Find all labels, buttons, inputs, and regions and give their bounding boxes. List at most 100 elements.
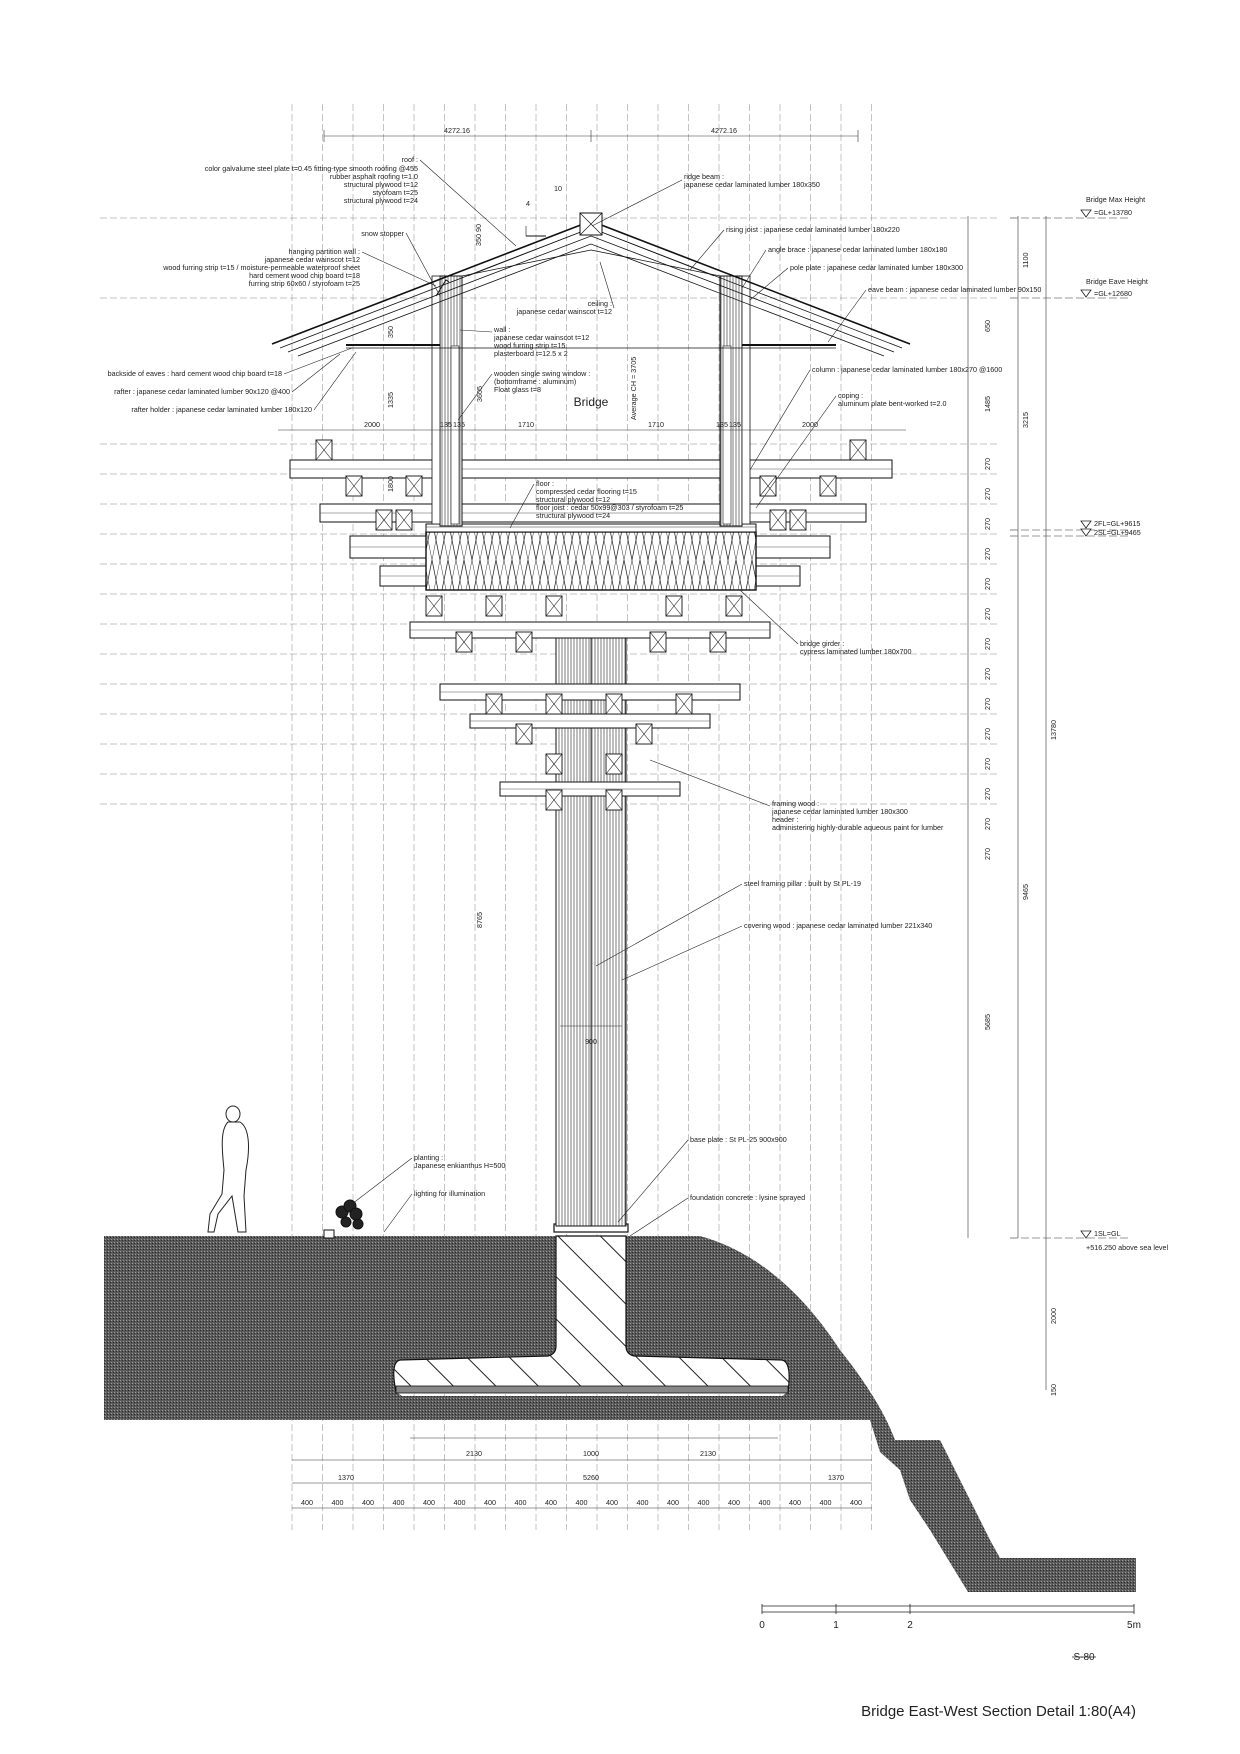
dim-r-270-10: 270 xyxy=(983,728,992,740)
dim-mid-1: 135 xyxy=(440,420,452,429)
leader-line xyxy=(283,347,353,375)
level-2fl: 2FL=GL+9615 xyxy=(1094,519,1140,528)
dim-bottom-400: 400 xyxy=(393,1498,405,1507)
leader-line xyxy=(595,883,743,967)
ann-base-plate: base plate : St PL-25 900x900 xyxy=(690,1135,787,1144)
timber-end-section xyxy=(849,439,867,461)
level-mark-2sl xyxy=(1080,528,1092,537)
ann-framing-0: framing wood : xyxy=(772,799,819,808)
person-body xyxy=(207,1121,249,1233)
leader-line xyxy=(739,589,799,645)
east-window xyxy=(722,345,732,525)
ann-lighting: lighting for illumination xyxy=(414,1189,485,1198)
timber-end-section xyxy=(725,595,743,617)
timber-end-section xyxy=(545,753,563,775)
dim-r-270-2: 270 xyxy=(983,488,992,500)
dim-pillar-900: 900 xyxy=(585,1037,597,1046)
ann-window-1: (bottomframe : aluminum) xyxy=(494,377,576,386)
level-sea: +516.250 above sea level xyxy=(1086,1243,1169,1252)
leader-line xyxy=(383,1193,413,1233)
dim-bottom-400: 400 xyxy=(332,1498,344,1507)
ann-angle-brace: angle brace : japanese cedar laminated l… xyxy=(768,245,947,254)
ann-girder-1: cypress laminated lumber 180x700 xyxy=(800,647,911,656)
dim-top-right: 4272.16 xyxy=(711,126,737,135)
west-brace xyxy=(467,227,592,277)
roof-surface xyxy=(271,220,911,345)
ann-rafter: rafter : japanese cedar laminated lumber… xyxy=(114,387,290,396)
ann-floor-4: structural plywood t=24 xyxy=(536,511,610,520)
dim-r-5685: 5685 xyxy=(983,1014,992,1030)
timber-end-section xyxy=(789,509,807,531)
lighting-fixture xyxy=(323,1229,335,1239)
timber-end-section xyxy=(635,723,653,745)
dim-roof-90: 90 xyxy=(474,224,483,232)
ann-framing-2: header : xyxy=(772,815,798,824)
ann-roof-5: structural plywood t=24 xyxy=(344,196,418,205)
dim-roof-350a: 350 xyxy=(474,234,483,246)
leader-line xyxy=(591,179,683,227)
dim-bottom-400: 400 xyxy=(667,1498,679,1507)
dim-bottom-400: 400 xyxy=(423,1498,435,1507)
leader-line xyxy=(459,329,493,333)
dim-r-1485: 1485 xyxy=(983,396,992,412)
dim-r-270-11: 270 xyxy=(983,758,992,770)
dim-mid-5: 135 xyxy=(716,420,728,429)
level-1sl: 1SL=GL xyxy=(1094,1229,1121,1238)
timber-end-section xyxy=(545,693,563,715)
dim-r-270-1: 270 xyxy=(983,458,992,470)
dim-avg-ch: Average CH = 3705 xyxy=(629,357,638,420)
dim-r-270-8: 270 xyxy=(983,668,992,680)
sheet-number: S-80 xyxy=(1073,1652,1095,1663)
dim-r-270-13: 270 xyxy=(983,818,992,830)
level-mark-max xyxy=(1080,209,1092,218)
dim-left-8765: 8765 xyxy=(475,912,484,928)
timber-end-section xyxy=(545,789,563,811)
leader-line xyxy=(351,1157,413,1205)
ann-planting-0: planting : xyxy=(414,1153,443,1162)
timber-end-section xyxy=(345,475,363,497)
timber-end-section xyxy=(709,631,727,653)
dim-b2-1: 5260 xyxy=(583,1473,599,1482)
dim-bottom-400: 400 xyxy=(820,1498,832,1507)
dim-b2-2: 1370 xyxy=(828,1473,844,1482)
timber-end-section xyxy=(515,723,533,745)
dim-mid-6: 135 xyxy=(729,420,741,429)
dim-bottom-400: 400 xyxy=(545,1498,557,1507)
timber-end-section xyxy=(395,509,413,531)
dim-mid-2: 135 xyxy=(453,420,465,429)
dim-r-3215: 3215 xyxy=(1021,412,1030,428)
girder-truss xyxy=(425,531,757,591)
bridge-label: Bridge xyxy=(574,395,609,409)
ann-roof-0: roof : xyxy=(402,155,418,164)
ann-covering: covering wood : japanese cedar laminated… xyxy=(744,921,932,930)
ann-roof-1: color galvalume steel plate t=0.45 fitti… xyxy=(205,164,418,173)
ann-wall-0: wall : xyxy=(493,325,510,334)
dim-r-650: 650 xyxy=(983,320,992,332)
ann-coping-0: coping : xyxy=(838,391,863,400)
dim-bottom-400: 400 xyxy=(850,1498,862,1507)
level-mark-2fl xyxy=(1080,520,1092,529)
ann-roof-2: rubber asphalt roofing t=1.0 xyxy=(330,172,418,181)
ann-ridge-1: japanese cedar laminated lumber 180x350 xyxy=(683,180,820,189)
timber-end-section xyxy=(545,595,563,617)
dim-r-270-9: 270 xyxy=(983,698,992,710)
ann-ridge-0: ridge beam : xyxy=(684,172,724,181)
dimension-lines xyxy=(278,130,1130,1509)
dim-bottom-400: 400 xyxy=(759,1498,771,1507)
dim-r-2000: 2000 xyxy=(1049,1308,1058,1324)
ann-floor-1: compressed cedar flooring t=15 xyxy=(536,487,637,496)
timber-end-section xyxy=(769,509,787,531)
ann-partition-1: japanese cedar wainscot t=12 xyxy=(264,255,360,264)
dim-mid-4: 1710 xyxy=(648,420,664,429)
ann-wall-1: japanese cedar wainscot t=12 xyxy=(493,333,589,342)
ann-floor-2: structural plywood t=12 xyxy=(536,495,610,504)
leader-line xyxy=(749,267,789,301)
dim-left-1335: 1335 xyxy=(386,392,395,408)
dim-bottom-400: 400 xyxy=(637,1498,649,1507)
roof xyxy=(271,212,911,357)
bridge-girder xyxy=(425,523,757,591)
level-eave-title: Bridge Eave Height xyxy=(1086,277,1148,286)
dim-b1-2: 2130 xyxy=(700,1449,716,1458)
ann-partition-0: hanging partition wall : xyxy=(288,247,360,256)
